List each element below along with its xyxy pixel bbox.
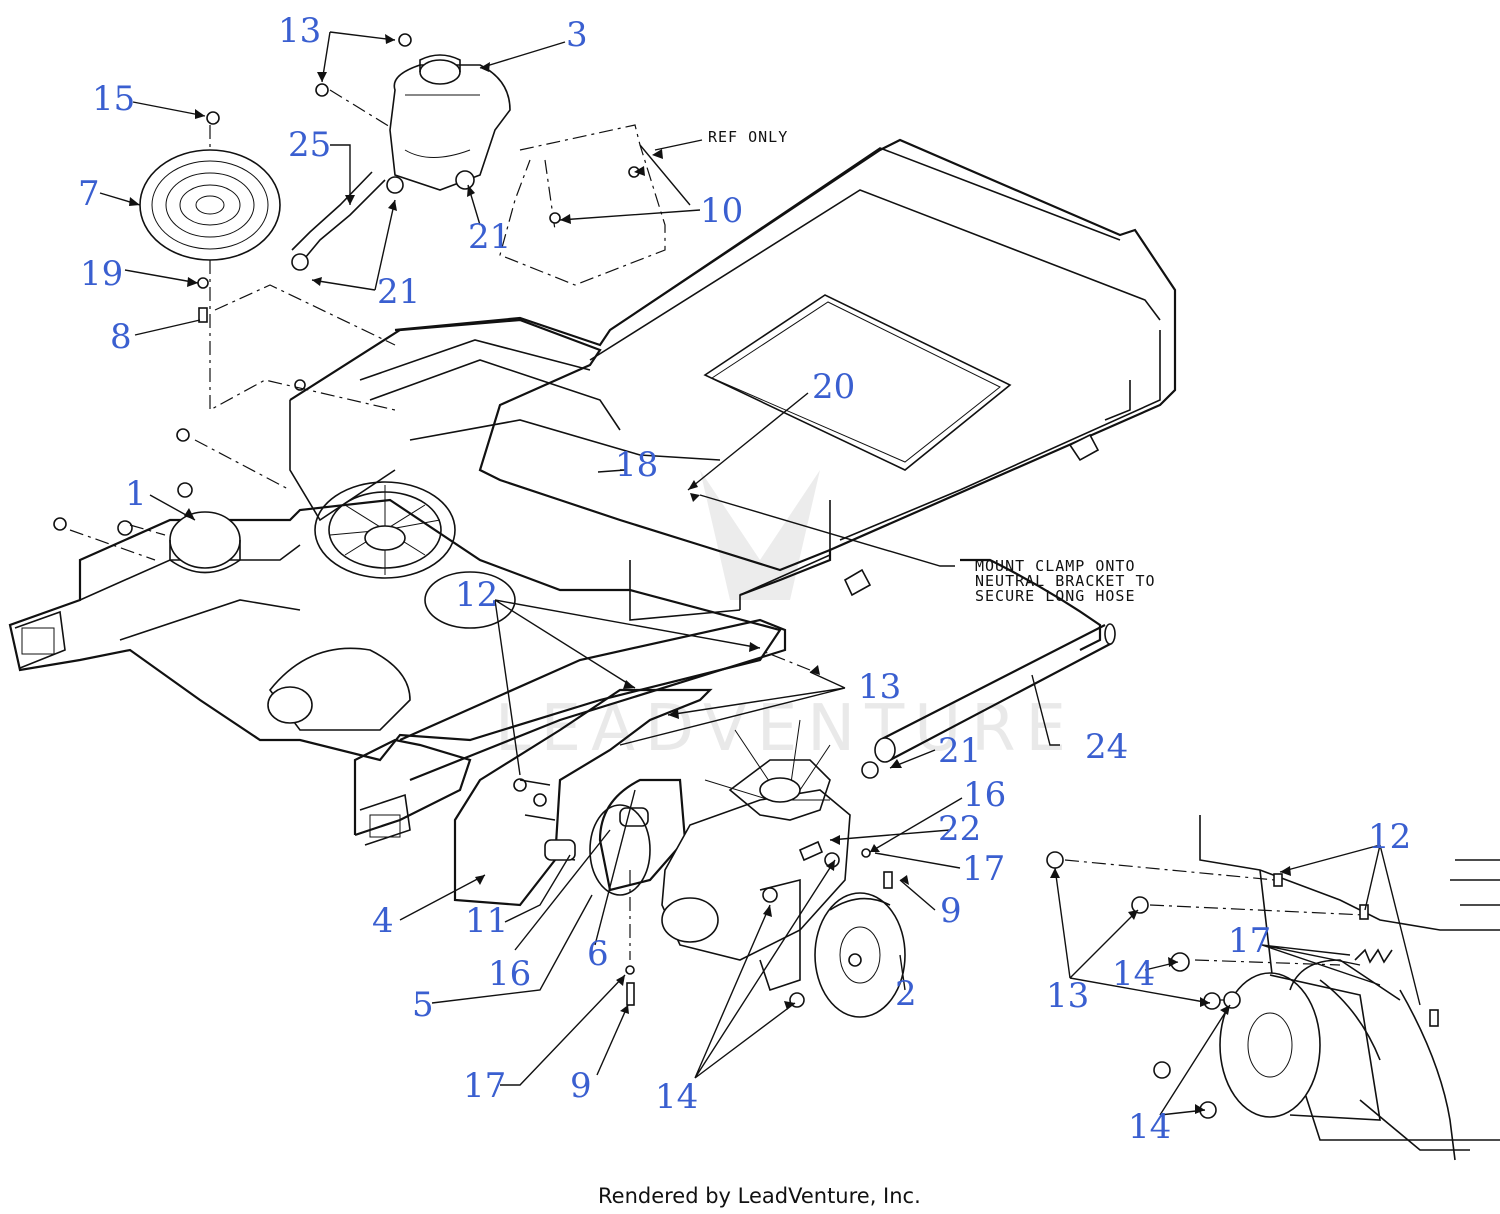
callout-15: 15	[92, 79, 135, 119]
inset-detail	[1046, 815, 1500, 1161]
callout-17: 17	[1228, 921, 1271, 961]
callout-9: 9	[940, 891, 962, 931]
callout-13: 13	[278, 11, 321, 51]
deck-guard	[267, 647, 411, 731]
callout-24: 24	[1085, 727, 1128, 767]
callout-21: 21	[938, 731, 981, 771]
hose	[291, 171, 386, 271]
callout-18: 18	[615, 445, 658, 485]
heat-shield	[139, 149, 281, 261]
callout-4: 4	[372, 901, 394, 941]
callouts: 13 3 15 25 7 10 21 19 21 8 20 18 1 12 13…	[78, 11, 1411, 1147]
mount-clamp-leader	[699, 494, 955, 567]
callout-2: 2	[895, 974, 917, 1014]
callout-13: 13	[858, 667, 901, 707]
cooling-fan-left	[314, 481, 456, 579]
callout-13: 13	[1046, 976, 1089, 1016]
ref-only-leader	[654, 139, 703, 151]
callout-11: 11	[465, 901, 508, 941]
callout-19: 19	[80, 254, 123, 294]
callout-21: 21	[377, 272, 420, 312]
callout-3: 3	[566, 15, 588, 55]
main-frame	[8, 138, 1177, 846]
callout-7: 7	[78, 174, 100, 214]
callout-12: 12	[1368, 817, 1411, 857]
callout-25: 25	[288, 125, 331, 165]
callout-22: 22	[938, 809, 981, 849]
reference-bracket	[499, 124, 666, 286]
callout-12: 12	[455, 575, 498, 615]
callout-14: 14	[655, 1077, 698, 1117]
mount-clamp-note-line-1: MOUNT CLAMP ONTO	[975, 557, 1136, 575]
watermark: LEADVENTURE	[495, 470, 1066, 766]
mount-clamp-note-line-2: NEUTRAL BRACKET TO	[975, 572, 1156, 590]
callout-20: 20	[812, 367, 855, 407]
right-frame-detail	[861, 558, 1116, 779]
callout-8: 8	[110, 317, 132, 357]
callout-17: 17	[962, 849, 1005, 889]
ref-only-note: REF ONLY	[708, 128, 788, 146]
callout-17: 17	[463, 1066, 506, 1106]
callout-16: 16	[963, 775, 1006, 815]
callout-16: 16	[488, 954, 531, 994]
callout-6: 6	[587, 934, 609, 974]
callout-9: 9	[570, 1066, 592, 1106]
callout-21: 21	[468, 217, 511, 257]
transmission-assembly	[453, 688, 906, 1018]
arrowheads	[129, 34, 1291, 1114]
mount-clamp-note-line-3: SECURE LONG HOSE	[975, 587, 1136, 605]
footer-credit: Rendered by LeadVenture, Inc.	[598, 1184, 921, 1208]
callout-10: 10	[700, 191, 743, 231]
callout-5: 5	[412, 985, 434, 1025]
callout-14: 14	[1128, 1107, 1171, 1147]
callout-1: 1	[125, 474, 147, 514]
reservoir-tank	[389, 54, 511, 191]
callout-14: 14	[1112, 954, 1155, 994]
pulley-left	[169, 511, 241, 574]
